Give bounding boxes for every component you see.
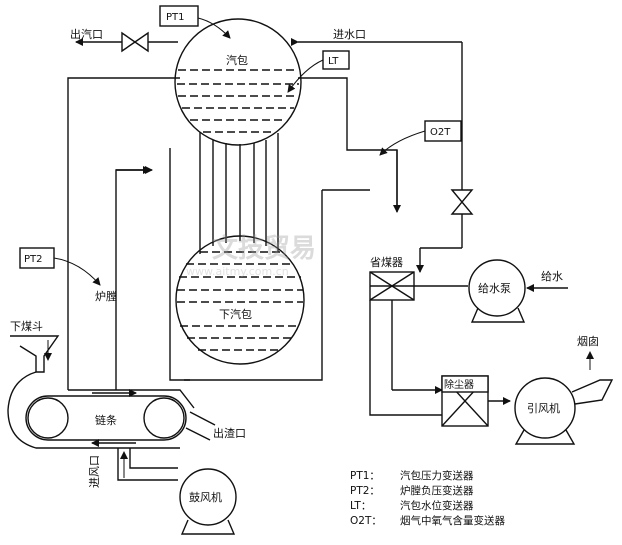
- feed-pump-label: 给水泵: [478, 282, 511, 295]
- legend-desc-3: 汽包水位变送器: [400, 499, 474, 512]
- watermark: 文技贸易 www.aitmy.com.cn: [186, 233, 316, 278]
- legend-desc-1: 汽包压力变送器: [400, 469, 474, 482]
- lower-drum-water-lines: [177, 251, 303, 351]
- feed-pump: 给水泵 给水: [468, 259, 568, 323]
- chain-grate: 链条: [7, 371, 195, 449]
- o2t-label: O2T: [430, 127, 451, 138]
- slag-outlet-label: 出渣口: [213, 426, 246, 440]
- legend-desc-4: 烟气中氧气含量变送器: [400, 514, 505, 527]
- legend-key-1: PT1：: [350, 470, 380, 482]
- lt-transmitter: LT: [287, 50, 350, 93]
- chain-label: 链条: [95, 413, 117, 427]
- legend: PT1： 汽包压力变送器 PT2： 炉膛负压变送器 LT： 汽包水位变送器 O2…: [350, 469, 505, 527]
- dust-collector-label: 除尘器: [444, 378, 474, 391]
- o2t-transmitter: O2T: [379, 120, 462, 156]
- water-inlet-line: 进水口: [291, 28, 474, 248]
- dust-collector: 除尘器: [441, 375, 511, 427]
- pt1-transmitter: PT1: [159, 5, 231, 39]
- feed-valve-icon: [450, 189, 474, 215]
- economizer: 省煤器: [369, 247, 468, 416]
- blower-label: 鼓风机: [189, 490, 222, 504]
- blower: 鼓风机: [179, 468, 237, 535]
- induced-fan: 引风机 烟囱: [514, 334, 614, 445]
- lower-drum: 下汽包: [175, 235, 305, 365]
- lower-drum-label: 下汽包: [219, 307, 252, 321]
- water-inlet-label: 进水口: [333, 28, 366, 41]
- legend-desc-2: 炉膛负压变送器: [400, 484, 474, 497]
- lt-label: LT: [328, 56, 339, 67]
- legend-key-4: O2T：: [350, 515, 382, 527]
- chimney-label: 烟囱: [577, 334, 599, 348]
- watermark-brand: 文技贸易: [212, 233, 316, 264]
- steam-drum-label: 汽包: [226, 53, 248, 67]
- steam-drum-water-lines: [177, 69, 299, 133]
- legend-key-3: LT：: [350, 500, 371, 512]
- induced-fan-label: 引风机: [527, 401, 560, 415]
- coal-hopper: 下煤斗: [10, 320, 60, 373]
- steam-valve-icon: [121, 31, 149, 53]
- steam-outlet-label: 出汽口: [70, 27, 103, 41]
- feed-water-label: 给水: [541, 270, 563, 283]
- steam-drum: 汽包: [174, 18, 302, 146]
- pt1-label: PT1: [166, 12, 185, 23]
- legend-key-2: PT2：: [350, 485, 380, 497]
- furnace-label: 炉膛: [95, 289, 117, 303]
- pt2-transmitter: PT2: [19, 247, 101, 286]
- pt2-label: PT2: [24, 254, 43, 265]
- watermark-url: www.aitmy.com.cn: [186, 265, 289, 278]
- air-inlet-label: 进风口: [88, 455, 101, 488]
- slag-outlet: 出渣口: [185, 411, 246, 441]
- water-tubes: [199, 132, 279, 254]
- economizer-label: 省煤器: [370, 256, 403, 269]
- coal-hopper-label: 下煤斗: [10, 320, 43, 333]
- steam-outlet-line: 出汽口: [70, 27, 178, 53]
- air-inlet: 进风口: [88, 448, 178, 488]
